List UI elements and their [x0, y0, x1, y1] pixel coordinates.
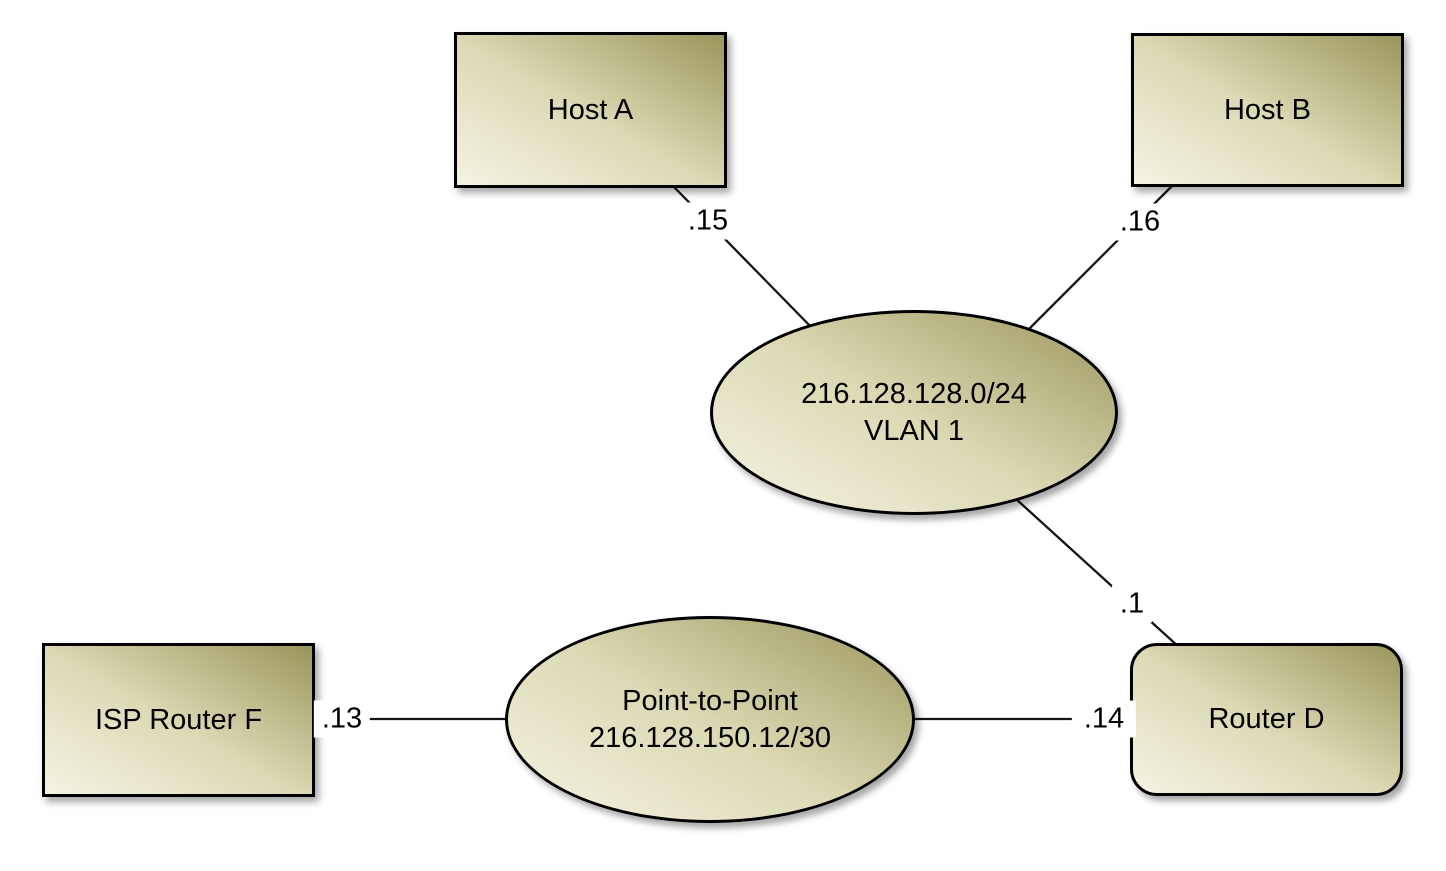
vlan1-name-text: VLAN 1 [864, 414, 964, 447]
interface-label-router-d-vlan1: .1 [1111, 585, 1153, 623]
node-host-b: Host B [1131, 33, 1404, 187]
link-vlan1-to-router-d [1014, 497, 1182, 650]
interface-label-router-d-p2p: .14 [1071, 700, 1137, 738]
interface-label-isp-router-f: .13 [313, 700, 371, 738]
vlan1-subnet-text: 216.128.128.0/24 [801, 377, 1027, 410]
node-host-b-label: Host B [1223, 93, 1312, 126]
interface-label-host-b: .16 [1111, 203, 1169, 241]
p2p-name-text: Point-to-Point [622, 684, 798, 717]
node-host-a: Host A [454, 32, 727, 188]
network-cloud-point-to-point-label: Point-to-Point 216.128.150.12/30 [589, 683, 831, 757]
node-router-d-label: Router D [1208, 703, 1325, 735]
p2p-subnet-text: 216.128.150.12/30 [589, 721, 831, 754]
node-router-d: Router D [1130, 643, 1403, 796]
network-cloud-point-to-point: Point-to-Point 216.128.150.12/30 [505, 616, 915, 823]
network-cloud-vlan1-label: 216.128.128.0/24 VLAN 1 [801, 376, 1027, 450]
network-cloud-vlan1: 216.128.128.0/24 VLAN 1 [710, 310, 1118, 515]
node-isp-router-f-label: ISP Router F [94, 703, 263, 736]
node-host-a-label: Host A [547, 93, 634, 126]
node-isp-router-f: ISP Router F [42, 643, 315, 797]
interface-label-host-a: .15 [679, 202, 737, 240]
